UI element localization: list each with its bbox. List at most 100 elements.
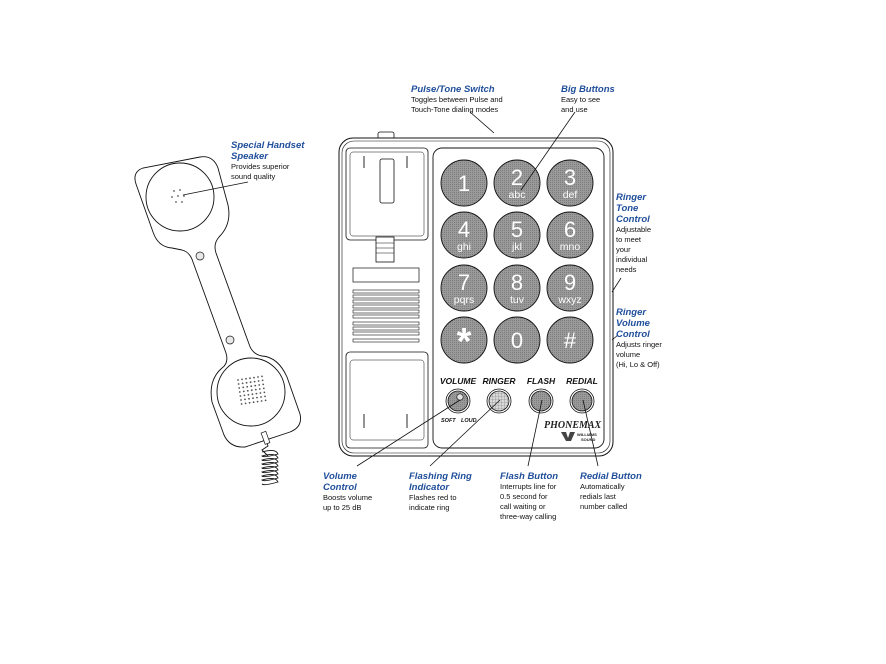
callout-title: Ringer Volume Control [616,307,650,340]
key-letters: mno [560,241,581,253]
keypad-key[interactable]: # [546,316,594,364]
soft-label: SOFT [441,418,456,424]
leader-redial [582,399,599,467]
key-digit: 7 [458,270,470,295]
key-circle [546,211,594,259]
grille-slot [352,314,420,319]
callout-ringer-tone: Ringer Tone Control Adjustable to meet y… [616,192,651,275]
label-strip [352,267,420,283]
key-digit: 9 [564,270,576,295]
callout-title: Flash Button [500,471,559,482]
leader-ringer-tone [611,277,622,293]
hook-switch [379,158,395,204]
key-circle [493,264,541,312]
keypad-key[interactable]: 0 [493,316,541,364]
key-circle [493,316,541,364]
callout-handset-speaker: Special Handset Speaker Provides superio… [231,140,304,182]
brand-logo-icon [561,432,575,441]
key-circle [440,264,488,312]
cord-connector [260,430,271,445]
key-digit: 2 [511,165,523,190]
key-circle [440,159,488,207]
leader-ringer [429,399,501,467]
leader-volume [356,399,461,467]
key-letters: pqrs [454,294,474,306]
brand-name: PHONEMAX [544,420,602,431]
handset-cord [261,435,279,486]
key-digit: 5 [511,217,523,242]
handset-button-lower [225,335,235,345]
grille-slot [352,338,420,343]
earpiece-holes [171,189,185,203]
key-circle [493,211,541,259]
handset [134,156,301,486]
callout-desc: Easy to see and use [561,95,601,114]
volume-label: VOLUME [440,376,477,386]
grille-slot [352,309,420,314]
key-circle [546,159,594,207]
handset-body [134,156,301,448]
key-digit: 4 [458,217,470,242]
redial-label: REDIAL [566,376,598,386]
grille-slot [352,289,420,294]
grille-slot [352,294,420,299]
key-letters: abc [509,189,526,201]
callout-title: Ringer Tone Control [616,192,650,225]
key-digit: 3 [564,165,576,190]
leader-lines [182,111,622,467]
cradle-bottom [345,351,429,449]
callout-desc: Provides superior sound quality [231,162,290,181]
grille-slot [352,326,420,331]
speaker-grille [352,289,420,343]
grille-slot [352,299,420,304]
base-outer-inner [341,140,611,454]
key-digit: 1 [458,171,470,196]
key-circle [440,316,488,364]
key-circle [546,316,594,364]
callout-desc: Boosts volume up to 25 dB [323,493,373,512]
key-digit: 8 [511,270,523,295]
leader-flash [527,399,543,467]
keypad-key[interactable]: * [440,316,488,364]
key-letters: wxyz [557,294,581,306]
earpiece [145,162,215,232]
handset-button-upper [195,251,205,261]
key-letters: jkl [511,241,522,253]
leader-ringer-volume [611,334,619,341]
key-circle [440,211,488,259]
key-digit: 0 [511,328,523,353]
redial-button[interactable] [569,388,595,414]
flash-button[interactable] [528,388,554,414]
brand-sub-2: SOUND [581,437,596,442]
key-circle [493,159,541,207]
key-digit: * [457,321,472,363]
callout-title: Flashing Ring Indicator [409,471,472,493]
callout-flashing-ring: Flashing Ring Indicator Flashes red to i… [409,471,472,513]
key-letters: ghi [457,241,471,253]
callout-title: Special Handset Speaker [231,140,305,162]
mouthpiece [216,357,286,427]
cradle-tab [375,236,395,263]
callout-pulse-tone: Pulse/Tone Switch Toggles between Pulse … [411,84,503,115]
callout-desc: Adjusts ringer volume (Hi, Lo & Off) [616,340,662,369]
grille-slot [352,321,420,326]
callout-title: Redial Button [580,471,642,482]
callout-volume-control: Volume Control Boosts volume up to 25 dB [323,471,372,513]
keypad-key[interactable]: 1 [440,159,488,207]
callout-title: Big Buttons [561,84,615,95]
callout-desc: Toggles between Pulse and Touch-Tone dia… [411,95,503,114]
grille-slot [352,331,420,336]
callout-desc: Flashes red to indicate ring [409,493,457,512]
